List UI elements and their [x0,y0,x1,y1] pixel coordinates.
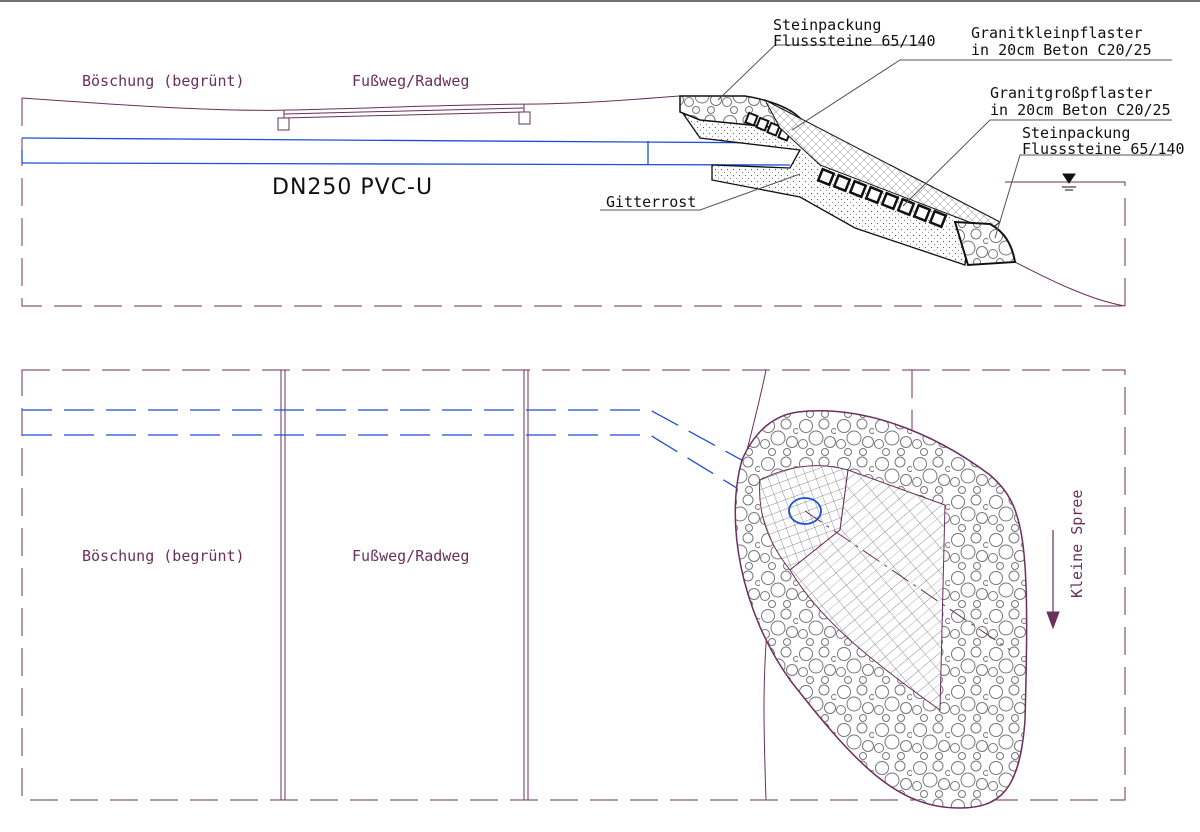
pipe-section [21,137,831,171]
plan-boundary [21,369,1126,801]
callout-steinpackung-bottom-2: Flusssteine 65/140 [1022,140,1185,158]
slope-profile [1014,261,1126,307]
plan-label-boeschung: Böschung (begrünt) [82,547,245,565]
rock-packing-toe [953,220,1017,267]
plan-label-fussweg: Fußweg/Radweg [352,547,469,565]
railing [277,104,531,131]
section-view: Böschung (begrünt) Fußweg/Radweg DN250 P… [21,16,1185,307]
pipe-outlet [788,497,822,525]
leader-lines [600,44,1172,239]
callout-steinpackung-bottom-1: Steinpackung [1022,124,1130,142]
flow-direction-arrow-icon [1046,530,1060,630]
callout-steinpackung-top-1: Steinpackung [773,16,881,34]
pipe-label: DN250 PVC-U [272,175,433,200]
callout-granitklein-1: Granitkleinpflaster [971,24,1143,42]
callout-granitgross-1: Granitgroßpflaster [990,84,1153,102]
callout-steinpackung-top-2: Flusssteine 65/140 [773,32,936,50]
river-label: Kleine Spree [1068,490,1086,598]
paving-band [763,98,1001,231]
plan-view: Böschung (begrünt) Fußweg/Radweg Kleine … [21,369,1126,809]
water-level-icon [1062,173,1076,191]
path-edges [280,370,529,800]
section-label-boeschung: Böschung (begrünt) [82,72,245,90]
callout-gitterrost: Gitterrost [606,193,696,211]
pipe-plan [22,409,761,491]
plan-axis-line [804,510,1011,651]
plan-large-pavers [789,469,946,711]
callout-granitgross-2: in 20cm Beton C20/25 [990,101,1171,119]
section-label-fussweg: Fußweg/Radweg [352,72,469,90]
ground-profile [21,95,681,111]
callout-granitklein-2: in 20cm Beton C20/25 [971,41,1152,59]
large-pavers [816,167,948,229]
